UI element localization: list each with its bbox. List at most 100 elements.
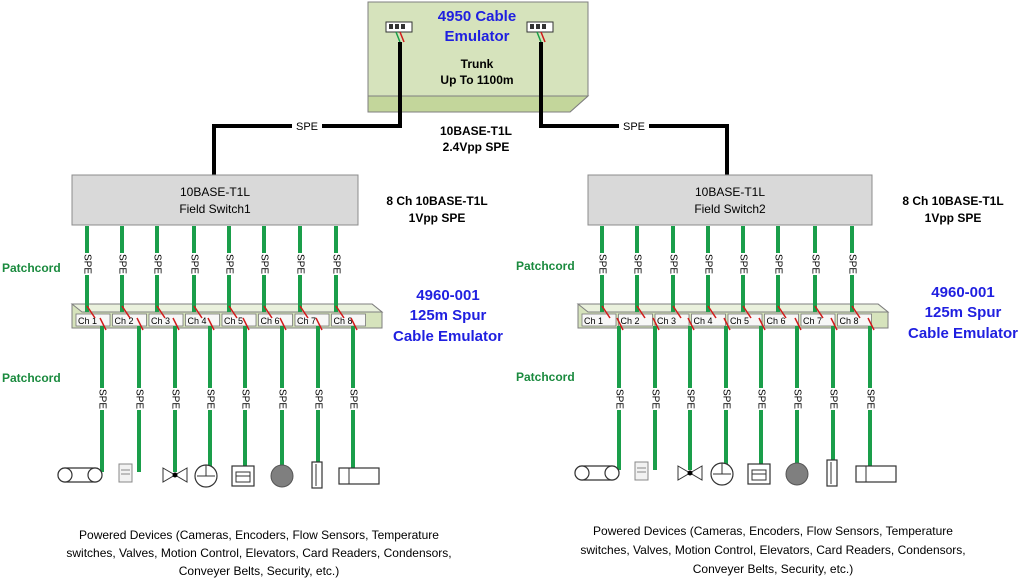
switch-1-spec-line1: 8 Ch 10BASE-T1L (386, 194, 487, 208)
emulator-title-line2: Emulator (444, 28, 509, 45)
devices-caption-1-line3: Conveyer Belts, Security, etc.) (179, 564, 340, 578)
patchcord-top-ch2: SPE (116, 226, 131, 319)
patchcord-top-ch6: SPE (258, 226, 273, 319)
patchcord-bottom-ch4: SPE (720, 317, 731, 470)
spur-port-ch7: Ch 7 (800, 313, 836, 327)
encoder-icon (855, 465, 897, 483)
patchcord-bottom-ch1: SPE (96, 317, 107, 472)
spur-emulator-1-line2: 125m Spur (410, 307, 487, 324)
patchcord-top-ch4: SPE (702, 226, 717, 319)
patchcord-bottom-ch4: SPE (204, 317, 215, 472)
patchcord-top-label: SPE (846, 254, 857, 274)
trunk-wire-label-left: SPE (296, 121, 318, 133)
patchcord-top-ch8: SPE (330, 226, 345, 319)
patchcord-bottom-label: SPE (613, 389, 624, 409)
devices-caption-2-line1: Powered Devices (Cameras, Encoders, Flow… (593, 524, 953, 538)
channel-label: Ch 1 (78, 316, 97, 326)
channel-label: Ch 4 (694, 316, 713, 326)
spur-port-ch5: Ch 5 (727, 313, 763, 327)
motion-sensor-icon (270, 464, 294, 488)
patchcords-bottom-1: SPE SPE SPE SPE SPE SPE SPE SPE (96, 317, 358, 472)
patchcord-top-label-2: Patchcord (516, 259, 575, 273)
patchcord-top-label: SPE (631, 254, 642, 274)
patchcord-top-ch7: SPE (294, 226, 309, 319)
trunk-wire-right: SPE (539, 42, 729, 175)
spur-port-ch6: Ch 6 (258, 313, 293, 327)
conveyor-belt-icon (57, 467, 103, 483)
patchcord-bottom-ch6: SPE (791, 317, 802, 470)
patchcord-bottom-label-2: Patchcord (516, 370, 575, 384)
camera-icon (747, 463, 771, 485)
patchcord-bottom-label: SPE (276, 389, 287, 409)
channel-label: Ch 5 (730, 316, 749, 326)
patchcord-top-ch4: SPE (188, 226, 203, 319)
patchcord-top-ch2: SPE (631, 226, 646, 319)
patchcord-bottom-ch8: SPE (864, 317, 875, 470)
patchcord-top-ch5: SPE (737, 226, 752, 319)
emulator-trunk-line2: Up To 1100m (440, 73, 513, 87)
patchcord-top-label-1: Patchcord (2, 261, 61, 275)
powered-devices-2 (574, 459, 897, 487)
patchcord-bottom-label: SPE (720, 389, 731, 409)
trunk-wire-label-right: SPE (623, 121, 645, 133)
patchcord-top-ch1: SPE (596, 226, 611, 319)
patchcord-top-label: SPE (330, 254, 341, 274)
patchcord-bottom-ch5: SPE (755, 317, 766, 470)
channel-label: Ch 8 (840, 316, 859, 326)
patchcord-top-label: SPE (81, 254, 92, 274)
patchcord-top-label: SPE (258, 254, 269, 274)
patchcord-bottom-ch7: SPE (827, 317, 838, 470)
spur-emulator-2-line1: 4960-001 (931, 284, 994, 301)
valve-icon (677, 465, 703, 481)
patchcord-top-ch3: SPE (667, 226, 682, 319)
patchcord-bottom-label: SPE (755, 389, 766, 409)
patchcord-bottom-label: SPE (864, 389, 875, 409)
valve-icon (162, 467, 188, 483)
devices-caption-1-line1: Powered Devices (Cameras, Encoders, Flow… (79, 528, 439, 542)
switch-1-spec-line2: 1Vpp SPE (409, 211, 466, 225)
patchcord-top-ch7: SPE (809, 226, 824, 319)
spur-port-ch6: Ch 6 (764, 313, 799, 327)
trunk-wire-left: SPE (212, 42, 402, 175)
patchcord-bottom-ch7: SPE (312, 317, 323, 472)
patchcord-bottom-ch3: SPE (169, 317, 180, 472)
patchcord-bottom-label: SPE (347, 389, 358, 409)
patchcord-top-label: SPE (809, 254, 820, 274)
spur-port-ch2: Ch 2 (112, 313, 147, 327)
card-reader-icon (634, 461, 649, 481)
spur-port-ch2: Ch 2 (618, 313, 653, 327)
spur-port-ch4: Ch 4 (691, 313, 726, 327)
channel-label: Ch 3 (151, 316, 170, 326)
cable-emulator-4950: 4950 Cable Emulator Trunk Up To 1100m (367, 1, 590, 113)
patchcord-bottom-ch3: SPE (684, 317, 695, 470)
spur-emulator-1-line1: 4960-001 (416, 287, 479, 304)
patchcord-bottom-label: SPE (133, 389, 144, 409)
patchcord-bottom-label: SPE (827, 389, 838, 409)
patchcord-bottom-label: SPE (684, 389, 695, 409)
patchcord-top-ch6: SPE (772, 226, 787, 319)
patchcord-bottom-label: SPE (312, 389, 323, 409)
elevator-icon (311, 461, 323, 489)
channel-label: Ch 5 (224, 316, 243, 326)
spur-emulator-1-line3: Cable Emulator (393, 328, 503, 345)
field-switch-1-line1: 10BASE-T1L (180, 185, 250, 199)
patchcord-bottom-ch2: SPE (133, 317, 144, 472)
motion-sensor-icon (785, 462, 809, 486)
patchcord-bottom-ch6: SPE (276, 317, 287, 472)
card-reader-icon (118, 463, 133, 483)
trunk-spec-line2: 2.4Vpp SPE (443, 140, 510, 154)
field-switch-group-1: 10BASE-T1L Field Switch1 8 Ch 10BASE-T1L… (2, 174, 503, 578)
elevator-icon (826, 459, 838, 487)
devices-caption-2-line3: Conveyer Belts, Security, etc.) (693, 562, 854, 576)
patchcord-bottom-ch5: SPE (239, 317, 250, 472)
emulator-title-line1: 4950 Cable (438, 8, 516, 25)
channel-label: Ch 2 (621, 316, 640, 326)
patchcord-top-label: SPE (151, 254, 162, 274)
switch-2-spec-line1: 8 Ch 10BASE-T1L (902, 194, 1003, 208)
spur-port-ch3: Ch 3 (148, 313, 184, 327)
flow-meter-icon (194, 464, 218, 488)
encoder-icon (338, 467, 380, 485)
patchcord-top-label: SPE (702, 254, 713, 274)
